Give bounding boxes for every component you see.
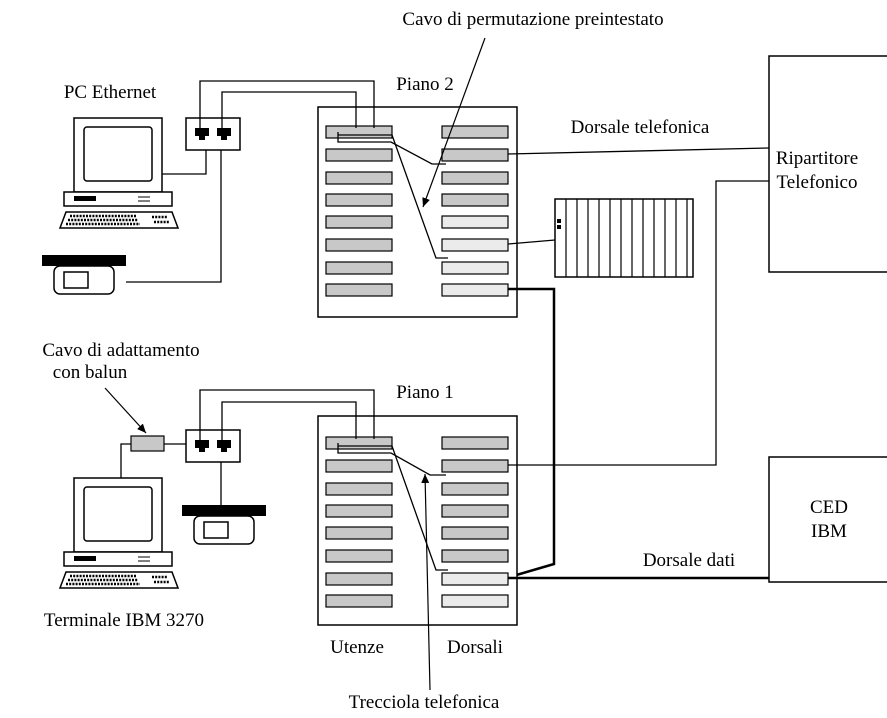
floor2-user-ports bbox=[325, 125, 393, 297]
patch-cable-label: Cavo di permutazione preintestato bbox=[402, 9, 663, 30]
floor2-backbone-ports bbox=[441, 125, 509, 297]
phone-pair-arrow bbox=[421, 473, 431, 691]
pbx-rack-icon bbox=[554, 198, 694, 278]
pc-ethernet-icon bbox=[58, 116, 180, 230]
wall-outlet-icon bbox=[185, 117, 241, 151]
users-label: Utenze bbox=[330, 637, 384, 658]
wall-outlet-icon bbox=[185, 429, 241, 463]
distributor-box bbox=[768, 55, 887, 273]
patch-cable-arrow bbox=[422, 37, 486, 208]
adapter-label-1: Cavo di adattamento bbox=[42, 340, 199, 361]
distributor-label-1: Ripartitore bbox=[776, 148, 858, 169]
telephone-icon bbox=[181, 504, 267, 545]
backbones-label: Dorsali bbox=[447, 637, 503, 658]
balun-icon bbox=[130, 435, 165, 452]
ced-label-1: CED bbox=[810, 497, 848, 518]
ced-label-2: IBM bbox=[811, 521, 847, 542]
terminal-label: Terminale IBM 3270 bbox=[44, 610, 204, 631]
ced-box bbox=[768, 456, 887, 583]
telephone-icon bbox=[41, 254, 127, 295]
balun-arrow bbox=[104, 387, 147, 434]
adapter-label-2: con balun bbox=[53, 362, 128, 383]
data-backbone-label: Dorsale dati bbox=[643, 550, 735, 571]
floor1-user-ports bbox=[325, 436, 393, 608]
floor1-panel bbox=[317, 415, 518, 626]
phone-backbone-label: Dorsale telefonica bbox=[571, 117, 710, 138]
phone-pair-label: Trecciola telefonica bbox=[349, 692, 500, 713]
pc-ethernet-label: PC Ethernet bbox=[64, 82, 157, 103]
floor2-label: Piano 2 bbox=[396, 74, 454, 95]
floor1-label: Piano 1 bbox=[396, 382, 454, 403]
terminal-ibm-3270-icon bbox=[58, 476, 180, 590]
distributor-label-2: Telefonico bbox=[777, 172, 858, 193]
floor1-backbone-ports bbox=[441, 436, 509, 608]
